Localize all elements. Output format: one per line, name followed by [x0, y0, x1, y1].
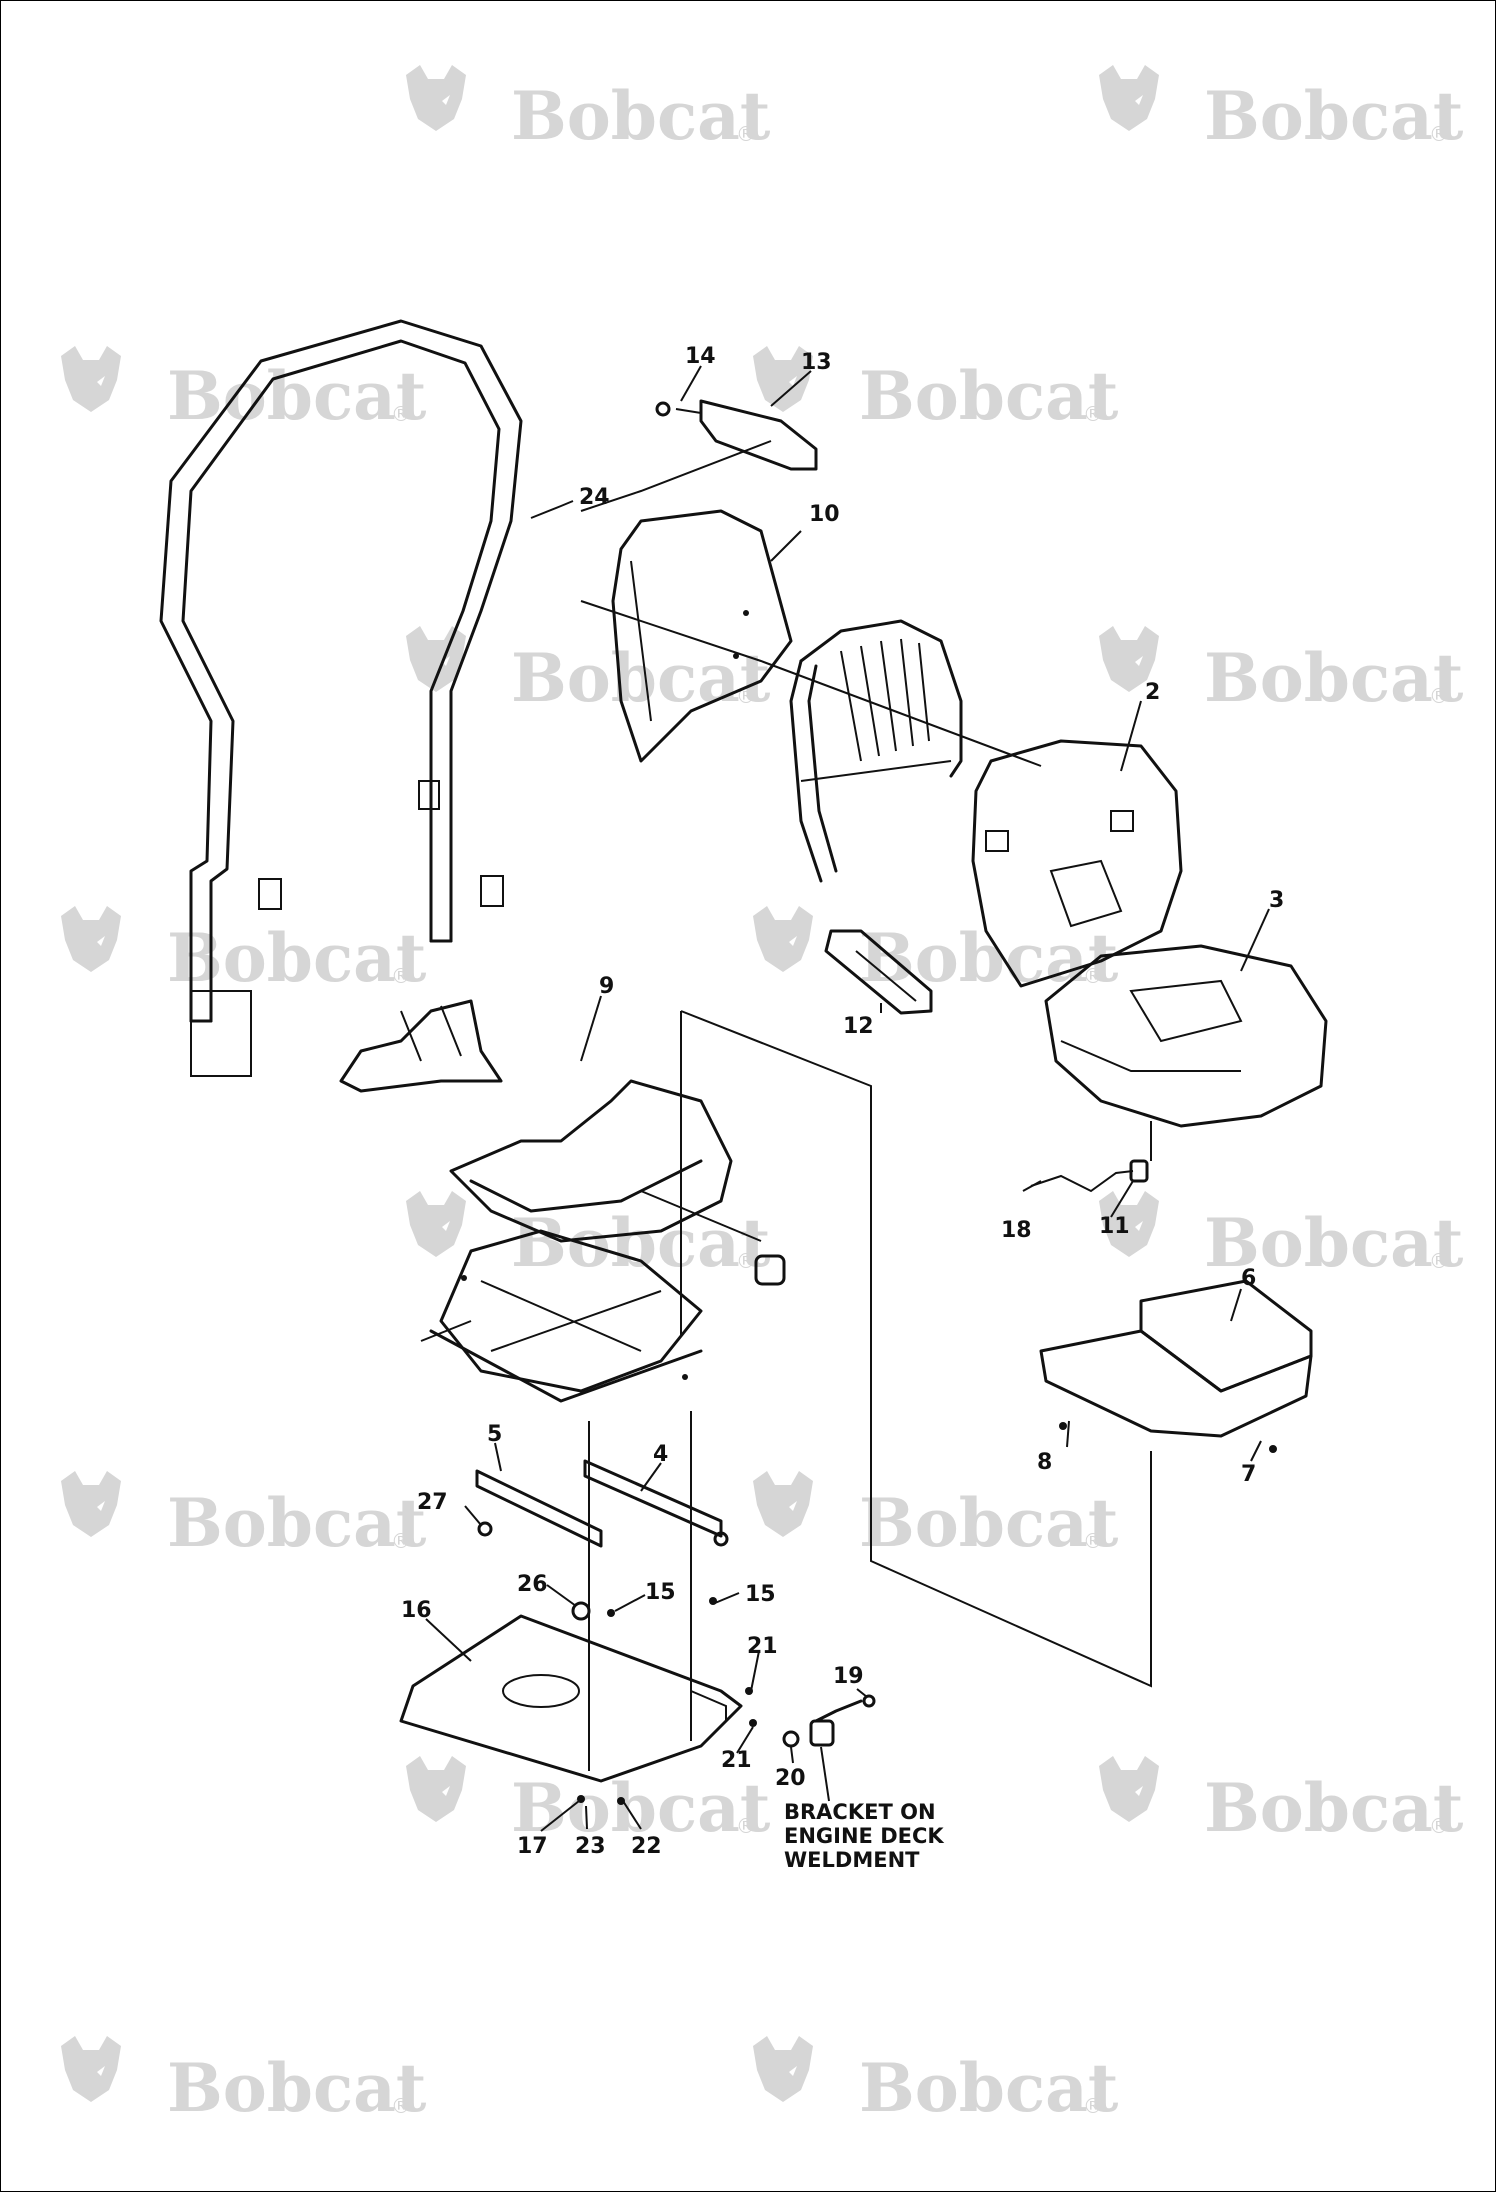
- svg-text:®: ®: [1429, 1814, 1449, 1838]
- suspension-upper-frame: [339, 999, 786, 1286]
- watermark: Bobcat ®: [753, 346, 1119, 435]
- svg-text:Bobcat: Bobcat: [859, 2049, 1119, 2127]
- callout-23: 23: [575, 1834, 606, 1859]
- callout-9: 9: [599, 974, 614, 999]
- svg-text:®: ®: [391, 2094, 411, 2118]
- note-line-2: ENGINE DECK: [784, 1824, 944, 1848]
- watermark: Bobcat ®: [753, 2036, 1119, 2127]
- callout-20: 20: [775, 1766, 806, 1791]
- callout-22: 22: [631, 1834, 662, 1859]
- svg-text:Bobcat: Bobcat: [511, 77, 771, 155]
- svg-text:®: ®: [736, 1814, 756, 1838]
- svg-text:Bobcat: Bobcat: [511, 639, 771, 717]
- svg-text:®: ®: [1083, 402, 1103, 426]
- callout-6: 6: [1241, 1266, 1256, 1291]
- seat-switch-harness: [1030, 1159, 1149, 1193]
- svg-text:®: ®: [391, 1529, 411, 1553]
- svg-text:Bobcat: Bobcat: [859, 1484, 1119, 1562]
- watermark: Bobcat ®: [61, 346, 427, 435]
- handle-assembly: [655, 399, 818, 471]
- svg-text:®: ®: [391, 964, 411, 988]
- svg-text:Bobcat: Bobcat: [859, 919, 1119, 997]
- watermark: Bobcat ®: [61, 906, 427, 997]
- svg-text:®: ®: [1083, 1529, 1103, 1553]
- callout-18: 18: [1001, 1218, 1032, 1243]
- svg-text:Bobcat: Bobcat: [1204, 1204, 1464, 1282]
- callout-15: 15: [745, 1582, 776, 1607]
- callout-17: 17: [517, 1834, 548, 1859]
- svg-text:Bobcat: Bobcat: [167, 919, 427, 997]
- seat-back-frame: [789, 619, 963, 883]
- svg-text:®: ®: [1429, 1249, 1449, 1273]
- callout-21: 21: [721, 1748, 752, 1773]
- svg-text:Bobcat: Bobcat: [1204, 639, 1464, 717]
- callout-3: 3: [1269, 888, 1284, 913]
- seat-back-cover: [611, 509, 793, 763]
- seat-cushion: [1044, 944, 1328, 1128]
- watermark: Bobcat ®: [1099, 626, 1464, 717]
- svg-text:®: ®: [1083, 964, 1103, 988]
- watermark: Bobcat ®: [61, 1471, 427, 1562]
- svg-text:Bobcat: Bobcat: [167, 357, 427, 435]
- watermark: Bobcat ®: [61, 2036, 427, 2127]
- slide-rails: [475, 1411, 729, 1771]
- svg-text:Bobcat: Bobcat: [859, 357, 1119, 435]
- svg-text:Bobcat: Bobcat: [511, 1204, 771, 1282]
- svg-text:Bobcat: Bobcat: [1204, 1769, 1464, 1847]
- callout-26: 26: [517, 1572, 548, 1597]
- callout-19: 19: [833, 1664, 864, 1689]
- callout-7: 7: [1241, 1462, 1256, 1487]
- svg-text:®: ®: [1429, 684, 1449, 708]
- callout-2: 2: [1145, 680, 1160, 705]
- watermark-layer: Bobcat ® Bobcat ® Bobcat ® Bobcat ® Bobc…: [61, 65, 1464, 2127]
- svg-text:®: ®: [391, 402, 411, 426]
- seat-base-plate: [399, 1614, 743, 1805]
- bracket-fasteners: [745, 1687, 876, 1748]
- svg-text:Bobcat: Bobcat: [167, 1484, 427, 1562]
- watermark: Bobcat ®: [1099, 1756, 1464, 1847]
- callout-5: 5: [487, 1422, 502, 1447]
- svg-text:®: ®: [736, 122, 756, 146]
- watermark: Bobcat ®: [406, 65, 771, 155]
- watermark: Bobcat ®: [753, 906, 1119, 997]
- assembly-guide-lines: [580, 440, 1152, 1688]
- watermark: Bobcat ®: [406, 626, 771, 717]
- callout-16: 16: [401, 1598, 432, 1623]
- callout-21: 21: [747, 1634, 778, 1659]
- leader-lines: [425, 365, 1270, 1832]
- callout-24: 24: [579, 485, 610, 510]
- callout-4: 4: [653, 1442, 668, 1467]
- armrest: [824, 929, 933, 1015]
- svg-text:®: ®: [1083, 2094, 1103, 2118]
- storage-tray: [1039, 1279, 1313, 1453]
- callout-12: 12: [843, 1014, 874, 1039]
- svg-text:Bobcat: Bobcat: [167, 2049, 427, 2127]
- callout-11: 11: [1099, 1214, 1130, 1239]
- svg-text:Bobcat: Bobcat: [511, 1769, 771, 1847]
- bracket-note: BRACKET ON ENGINE DECK WELDMENT: [784, 1800, 944, 1872]
- callout-labels: 14 13 24 10 2 3 12 9 18 11 6 8 7 5 4 27 …: [401, 344, 1284, 1859]
- watermark: Bobcat ®: [1099, 1191, 1464, 1282]
- callout-27: 27: [417, 1490, 448, 1515]
- callout-10: 10: [809, 502, 840, 527]
- note-line-1: BRACKET ON: [784, 1800, 936, 1824]
- suspension-scissor-base: [420, 1229, 703, 1403]
- svg-text:Bobcat: Bobcat: [1204, 77, 1464, 155]
- watermark: Bobcat ®: [406, 1191, 771, 1282]
- svg-text:®: ®: [1429, 122, 1449, 146]
- callout-15: 15: [645, 1580, 676, 1605]
- watermark: Bobcat ®: [1099, 65, 1464, 155]
- watermark: Bobcat ®: [406, 1756, 771, 1847]
- callout-8: 8: [1037, 1450, 1052, 1475]
- rops-frame: [159, 319, 523, 1077]
- watermark: Bobcat ®: [753, 1471, 1119, 1562]
- callout-14: 14: [685, 344, 716, 369]
- note-line-3: WELDMENT: [784, 1848, 920, 1872]
- svg-text:®: ®: [736, 1249, 756, 1273]
- callout-13: 13: [801, 350, 832, 375]
